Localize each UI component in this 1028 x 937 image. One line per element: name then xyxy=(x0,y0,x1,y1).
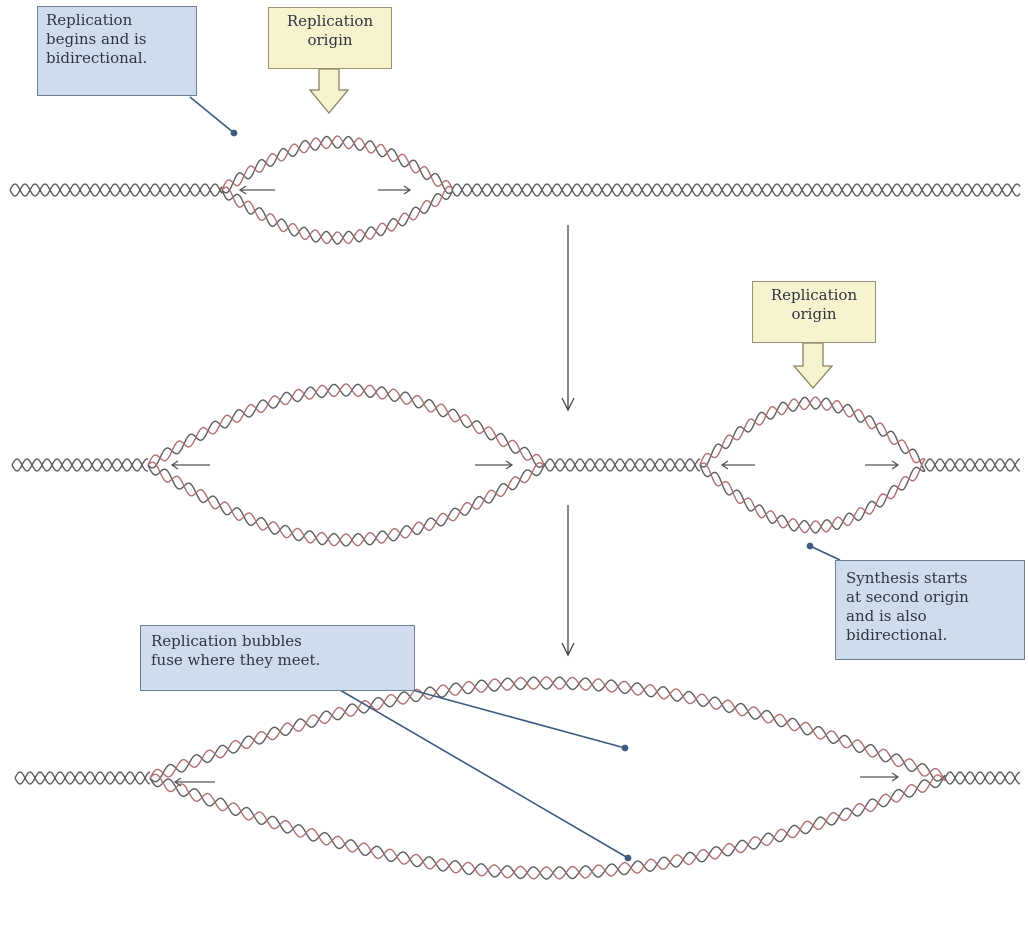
fork-direction-arrows xyxy=(170,185,900,787)
stage2-left-duplex-strand-a xyxy=(11,458,149,472)
stage1-left-duplex-strand-a xyxy=(9,183,223,197)
transition-arrow-2 xyxy=(561,505,575,657)
origin-arrow-2 xyxy=(792,342,834,389)
stage2-bubble1-top-old-strand xyxy=(147,383,546,469)
fork-arrow-left-stage-1 xyxy=(238,185,275,195)
stage1-bubble-top-new-strand xyxy=(221,135,453,191)
stage3-bubble-bottom-old-strand xyxy=(149,774,946,880)
stage2-bubble2-top-new-strand xyxy=(699,396,926,466)
fork-arrow-left-stage-3 xyxy=(173,777,215,787)
stage2-bubble2-bottom-old-strand xyxy=(699,464,926,534)
stage2-middle-duplex-strand-b xyxy=(544,458,701,472)
stage1-left-duplex-strand-b xyxy=(9,183,223,197)
stage-1-dna xyxy=(9,135,1021,245)
stage2-bubble2-bottom-new-strand xyxy=(699,458,926,534)
leader-fuse-bottom xyxy=(339,689,632,862)
transition-arrow-1 xyxy=(561,225,575,412)
replication-origin-label-1: Replication origin xyxy=(268,7,392,69)
fork-arrow-left-second-bubble xyxy=(720,460,755,470)
stage2-left-duplex-strand-b xyxy=(11,458,149,472)
stage2-bubble2-top-old-strand xyxy=(699,396,926,472)
stage1-right-duplex-strand-b xyxy=(451,183,1021,197)
stage2-bubble1-bottom-new-strand xyxy=(147,461,546,547)
callout-bubbles-fuse: Replication bubbles fuse where they meet… xyxy=(140,625,415,691)
origin-arrow-1 xyxy=(308,68,350,115)
stage1-right-duplex-strand-a xyxy=(451,183,1021,197)
fork-arrow-right-stage-3 xyxy=(860,772,900,782)
stage3-right-duplex-strand-a xyxy=(944,771,1021,785)
stage3-bubble-top-old-strand xyxy=(149,676,946,783)
stage2-middle-duplex-strand-a xyxy=(544,458,701,472)
stage3-bubble-bottom-new-strand xyxy=(149,773,946,880)
stage2-bubble1-top-new-strand xyxy=(147,383,546,467)
leader-second-origin xyxy=(806,542,841,561)
leader-lines xyxy=(189,96,841,862)
leader-begin xyxy=(189,96,238,137)
fork-arrow-right-stage-2 xyxy=(475,460,514,470)
fork-arrow-left-stage-2 xyxy=(170,460,210,470)
stage3-left-duplex-strand-b xyxy=(14,771,151,785)
stage1-bubble-bottom-old-strand xyxy=(221,189,453,245)
stage-3-dna xyxy=(14,676,1021,880)
stage2-right-duplex-strand-b xyxy=(924,458,1021,472)
stage-2-dna xyxy=(11,383,1021,547)
stage3-right-duplex-strand-b xyxy=(944,771,1021,785)
stage3-left-duplex-strand-a xyxy=(14,771,151,785)
stage2-bubble1-bottom-old-strand xyxy=(147,463,546,547)
replication-origin-label-2: Replication origin xyxy=(752,281,876,343)
fork-arrow-right-stage-1 xyxy=(378,185,412,195)
leader-fuse-top xyxy=(411,689,629,752)
stage1-bubble-top-old-strand xyxy=(221,135,453,195)
stage-transition-arrows xyxy=(561,225,575,657)
callout-replication-begins: Replication begins and is bidirectional. xyxy=(37,6,197,96)
stage1-bubble-bottom-new-strand xyxy=(221,185,453,245)
stage2-right-duplex-strand-a xyxy=(924,458,1021,472)
stage3-bubble-top-new-strand xyxy=(149,676,946,782)
fork-arrow-right-second-bubble xyxy=(865,460,900,470)
callout-second-origin: Synthesis starts at second origin and is… xyxy=(835,560,1025,660)
